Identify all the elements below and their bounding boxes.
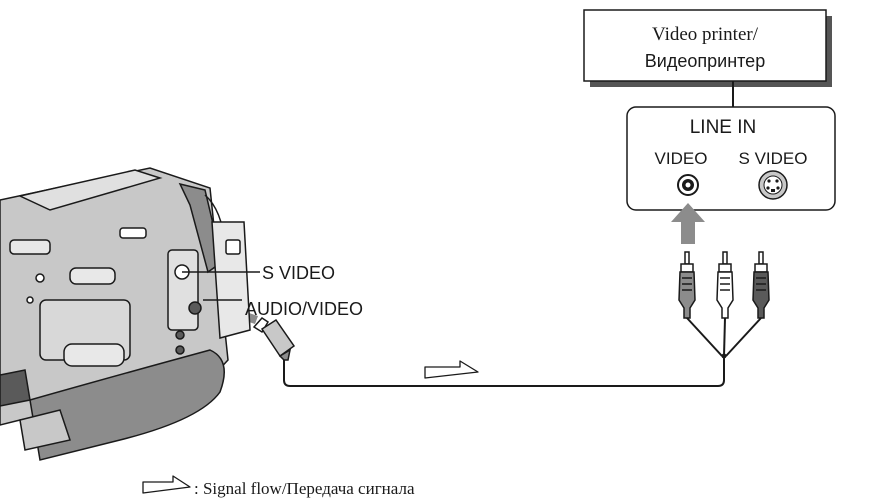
video-input-label: VIDEO bbox=[655, 149, 708, 168]
cable bbox=[283, 317, 762, 387]
rca-plug-left-icon bbox=[678, 251, 696, 319]
insert-arrow-icon bbox=[671, 203, 705, 244]
camcorder-icon bbox=[0, 167, 251, 461]
video-printer-label-en: Video printer/ bbox=[652, 24, 759, 45]
line-in-panel: LINE IN VIDEO S VIDEO bbox=[626, 106, 836, 211]
video-printer-label-ru: Видеопринтер bbox=[645, 51, 765, 71]
av-port-icon bbox=[188, 301, 202, 315]
signal-flow-arrow-icon bbox=[424, 360, 479, 379]
camcorder-svideo-label: S VIDEO bbox=[262, 263, 335, 283]
mini-plug-icon bbox=[252, 317, 296, 361]
rca-plugs bbox=[678, 251, 770, 319]
svideo-jack-icon bbox=[758, 170, 788, 200]
legend-text: : Signal flow/Передача сигнала bbox=[194, 479, 415, 498]
video-printer-box bbox=[583, 9, 827, 82]
svideo-input-label: S VIDEO bbox=[739, 149, 808, 168]
line-in-title: LINE IN bbox=[690, 117, 757, 138]
legend-arrow-icon bbox=[142, 475, 191, 494]
video-jack-icon bbox=[677, 174, 699, 196]
legend: : Signal flow/Передача сигнала bbox=[142, 475, 415, 498]
camcorder-av-label: AUDIO/VIDEO bbox=[245, 299, 363, 319]
rca-plug-right-icon bbox=[752, 251, 770, 319]
rca-plug-middle-icon bbox=[716, 251, 734, 319]
cable-junction bbox=[721, 353, 727, 359]
video-printer: Video printer/ Видеопринтер bbox=[583, 9, 832, 87]
